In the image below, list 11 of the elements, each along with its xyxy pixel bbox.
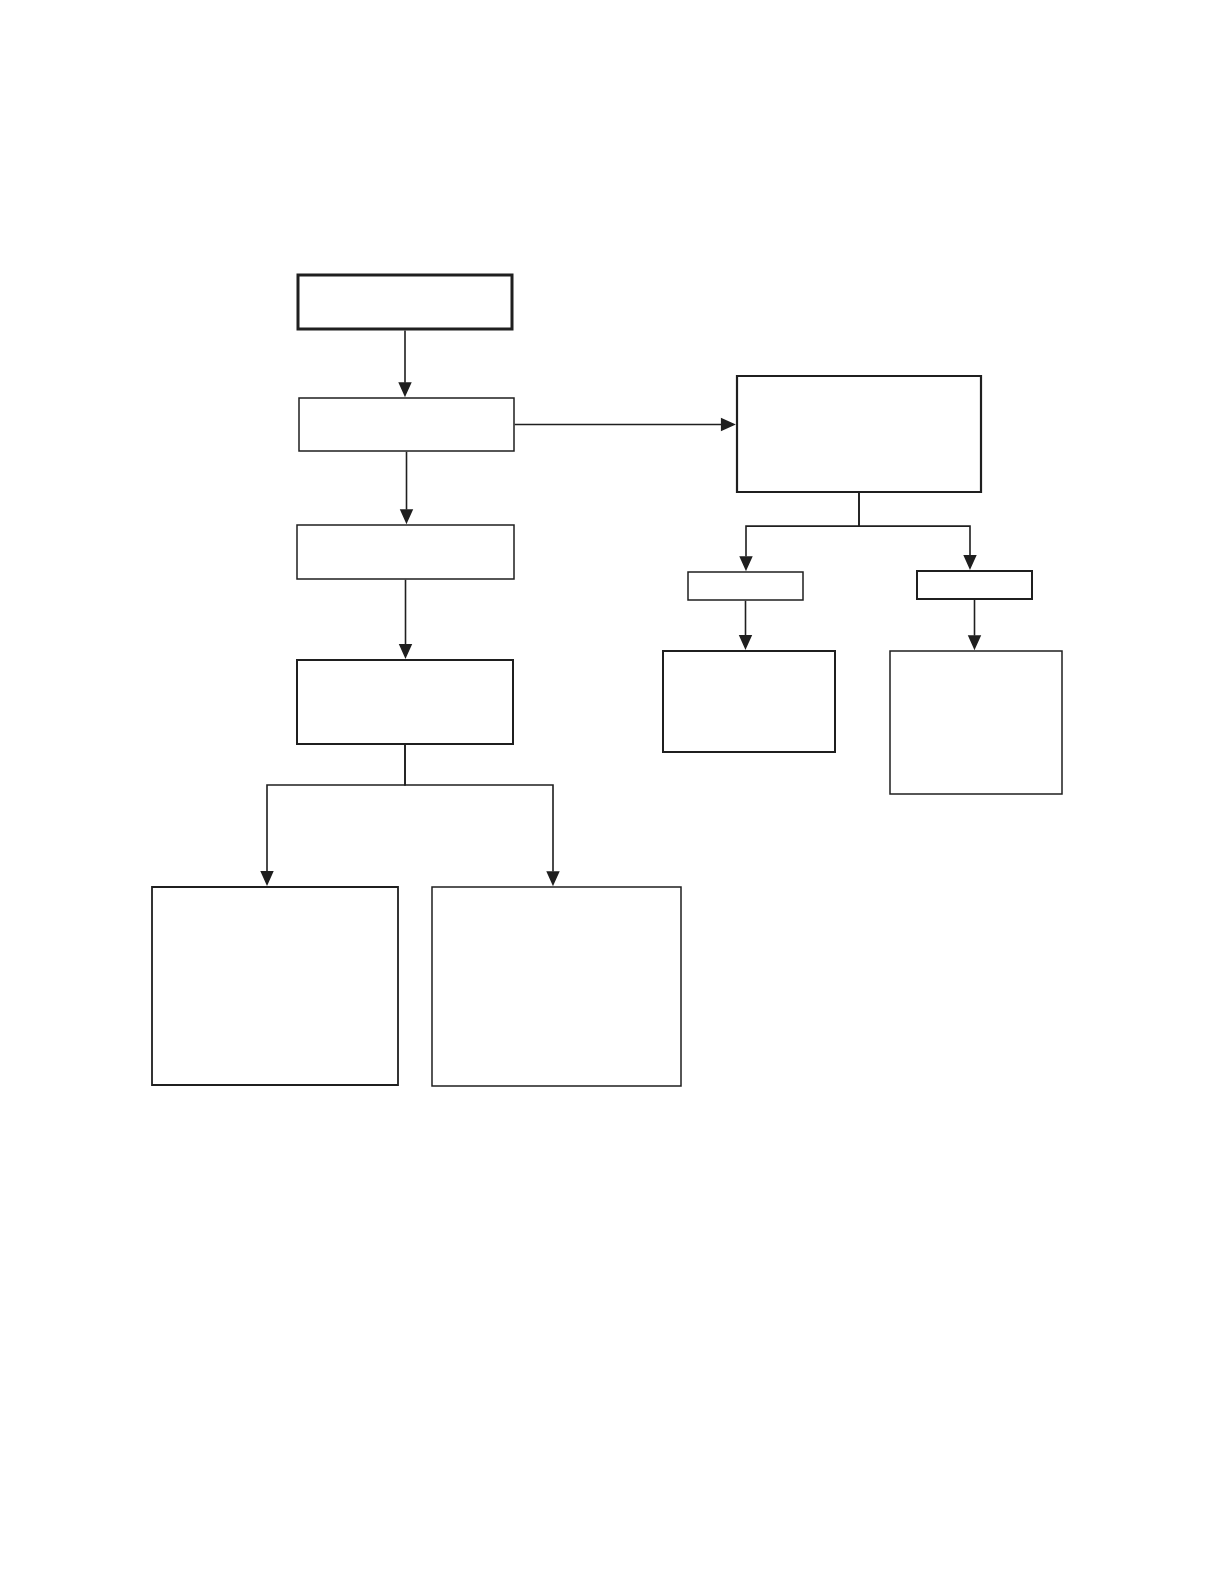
- process-box: [151, 886, 399, 1086]
- process-box: [662, 650, 836, 753]
- process-box: [431, 886, 682, 1087]
- process-box: [916, 570, 1033, 600]
- process-box: [687, 571, 804, 601]
- process-box: [735, 374, 983, 494]
- process-box: [889, 650, 1063, 795]
- process-box: [298, 397, 515, 452]
- process-box: [296, 524, 515, 580]
- process-box: [296, 659, 514, 745]
- process-box: [296, 273, 514, 331]
